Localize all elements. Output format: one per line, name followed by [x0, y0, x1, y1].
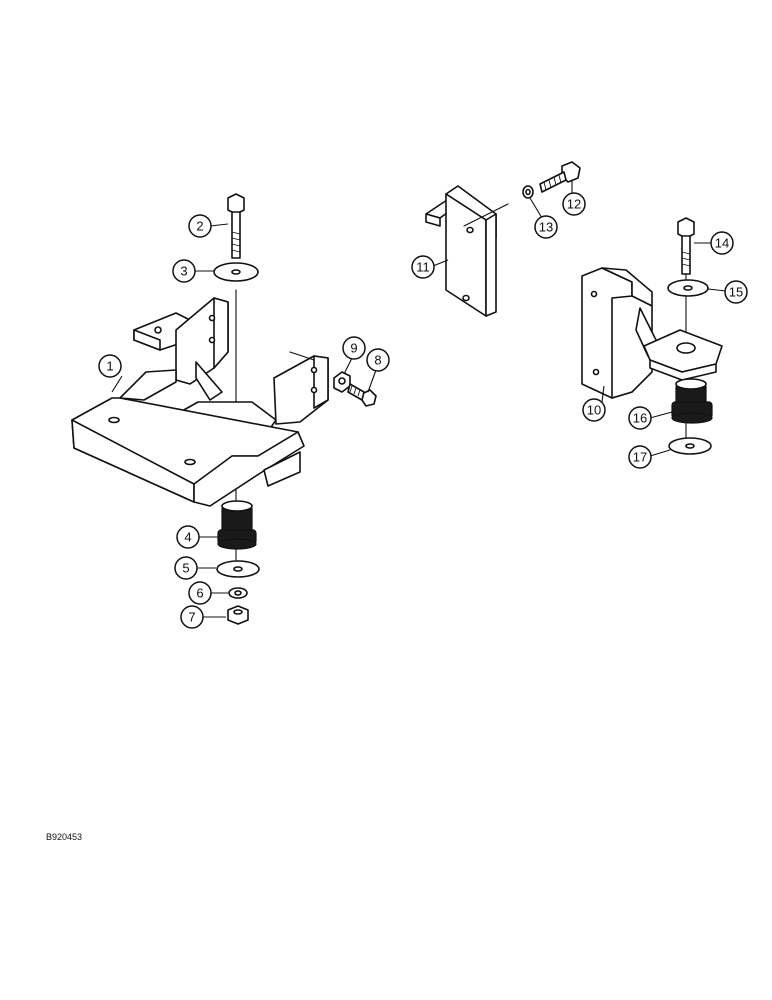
svg-text:9: 9: [350, 341, 357, 356]
figure-reference-code: B920453: [46, 832, 82, 842]
svg-text:17: 17: [633, 450, 647, 465]
svg-text:4: 4: [184, 530, 191, 545]
callout-3: 3: [172, 259, 196, 283]
left-mount-assembly: [71, 193, 377, 625]
svg-text:5: 5: [182, 561, 189, 576]
callout-6: 6: [188, 581, 212, 605]
callout-13: 13: [534, 215, 558, 239]
svg-text:7: 7: [188, 610, 195, 625]
isolator-4: [217, 500, 257, 550]
callout-1: 1: [98, 354, 122, 378]
callout-14: 14: [710, 231, 734, 255]
bolt-axis-line: [289, 351, 315, 361]
right-mount-assembly: [581, 217, 723, 455]
svg-text:13: 13: [539, 220, 553, 235]
mounting-bracket: [71, 297, 329, 507]
nut-9: [333, 371, 351, 393]
washer-17: [668, 437, 712, 455]
svg-text:3: 3: [180, 264, 187, 279]
callout-5: 5: [174, 556, 198, 580]
svg-text:2: 2: [196, 219, 203, 234]
callout-8: 8: [366, 348, 390, 372]
svg-text:8: 8: [374, 353, 381, 368]
callout-9: 9: [342, 336, 366, 360]
callout-10: 10: [582, 398, 606, 422]
washer-5: [216, 560, 260, 578]
svg-text:10: 10: [587, 403, 601, 418]
lockwasher-6: [228, 587, 248, 599]
svg-text:15: 15: [729, 285, 743, 300]
washer-15: [667, 279, 709, 297]
bolt-2: [227, 193, 245, 259]
svg-text:1: 1: [106, 359, 113, 374]
nut-7: [227, 605, 249, 625]
bolt-14: [677, 217, 695, 275]
callouts: 1 2 3 4 5 6: [98, 180, 748, 629]
callout-12: 12: [562, 192, 586, 216]
bracket-10: [581, 267, 723, 399]
washer-3: [213, 262, 259, 282]
callout-16: 16: [628, 406, 652, 430]
svg-text:12: 12: [567, 197, 581, 212]
bolt-12: [539, 161, 581, 193]
isolator-16: [671, 378, 713, 424]
callout-11: 11: [411, 255, 435, 279]
lockwasher-13: [522, 185, 534, 199]
callout-15: 15: [724, 280, 748, 304]
callout-7: 7: [180, 605, 204, 629]
upper-bracket-assembly: [425, 161, 581, 317]
svg-text:6: 6: [196, 586, 203, 601]
svg-text:16: 16: [633, 411, 647, 426]
bracket-11: [425, 185, 509, 317]
bolt-axis-line-upper: [463, 203, 509, 227]
svg-text:11: 11: [416, 260, 430, 275]
callout-17: 17: [628, 445, 652, 469]
svg-text:14: 14: [715, 236, 729, 251]
callout-4: 4: [176, 525, 200, 549]
bolt-8: [347, 383, 377, 407]
callout-2: 2: [188, 214, 212, 238]
